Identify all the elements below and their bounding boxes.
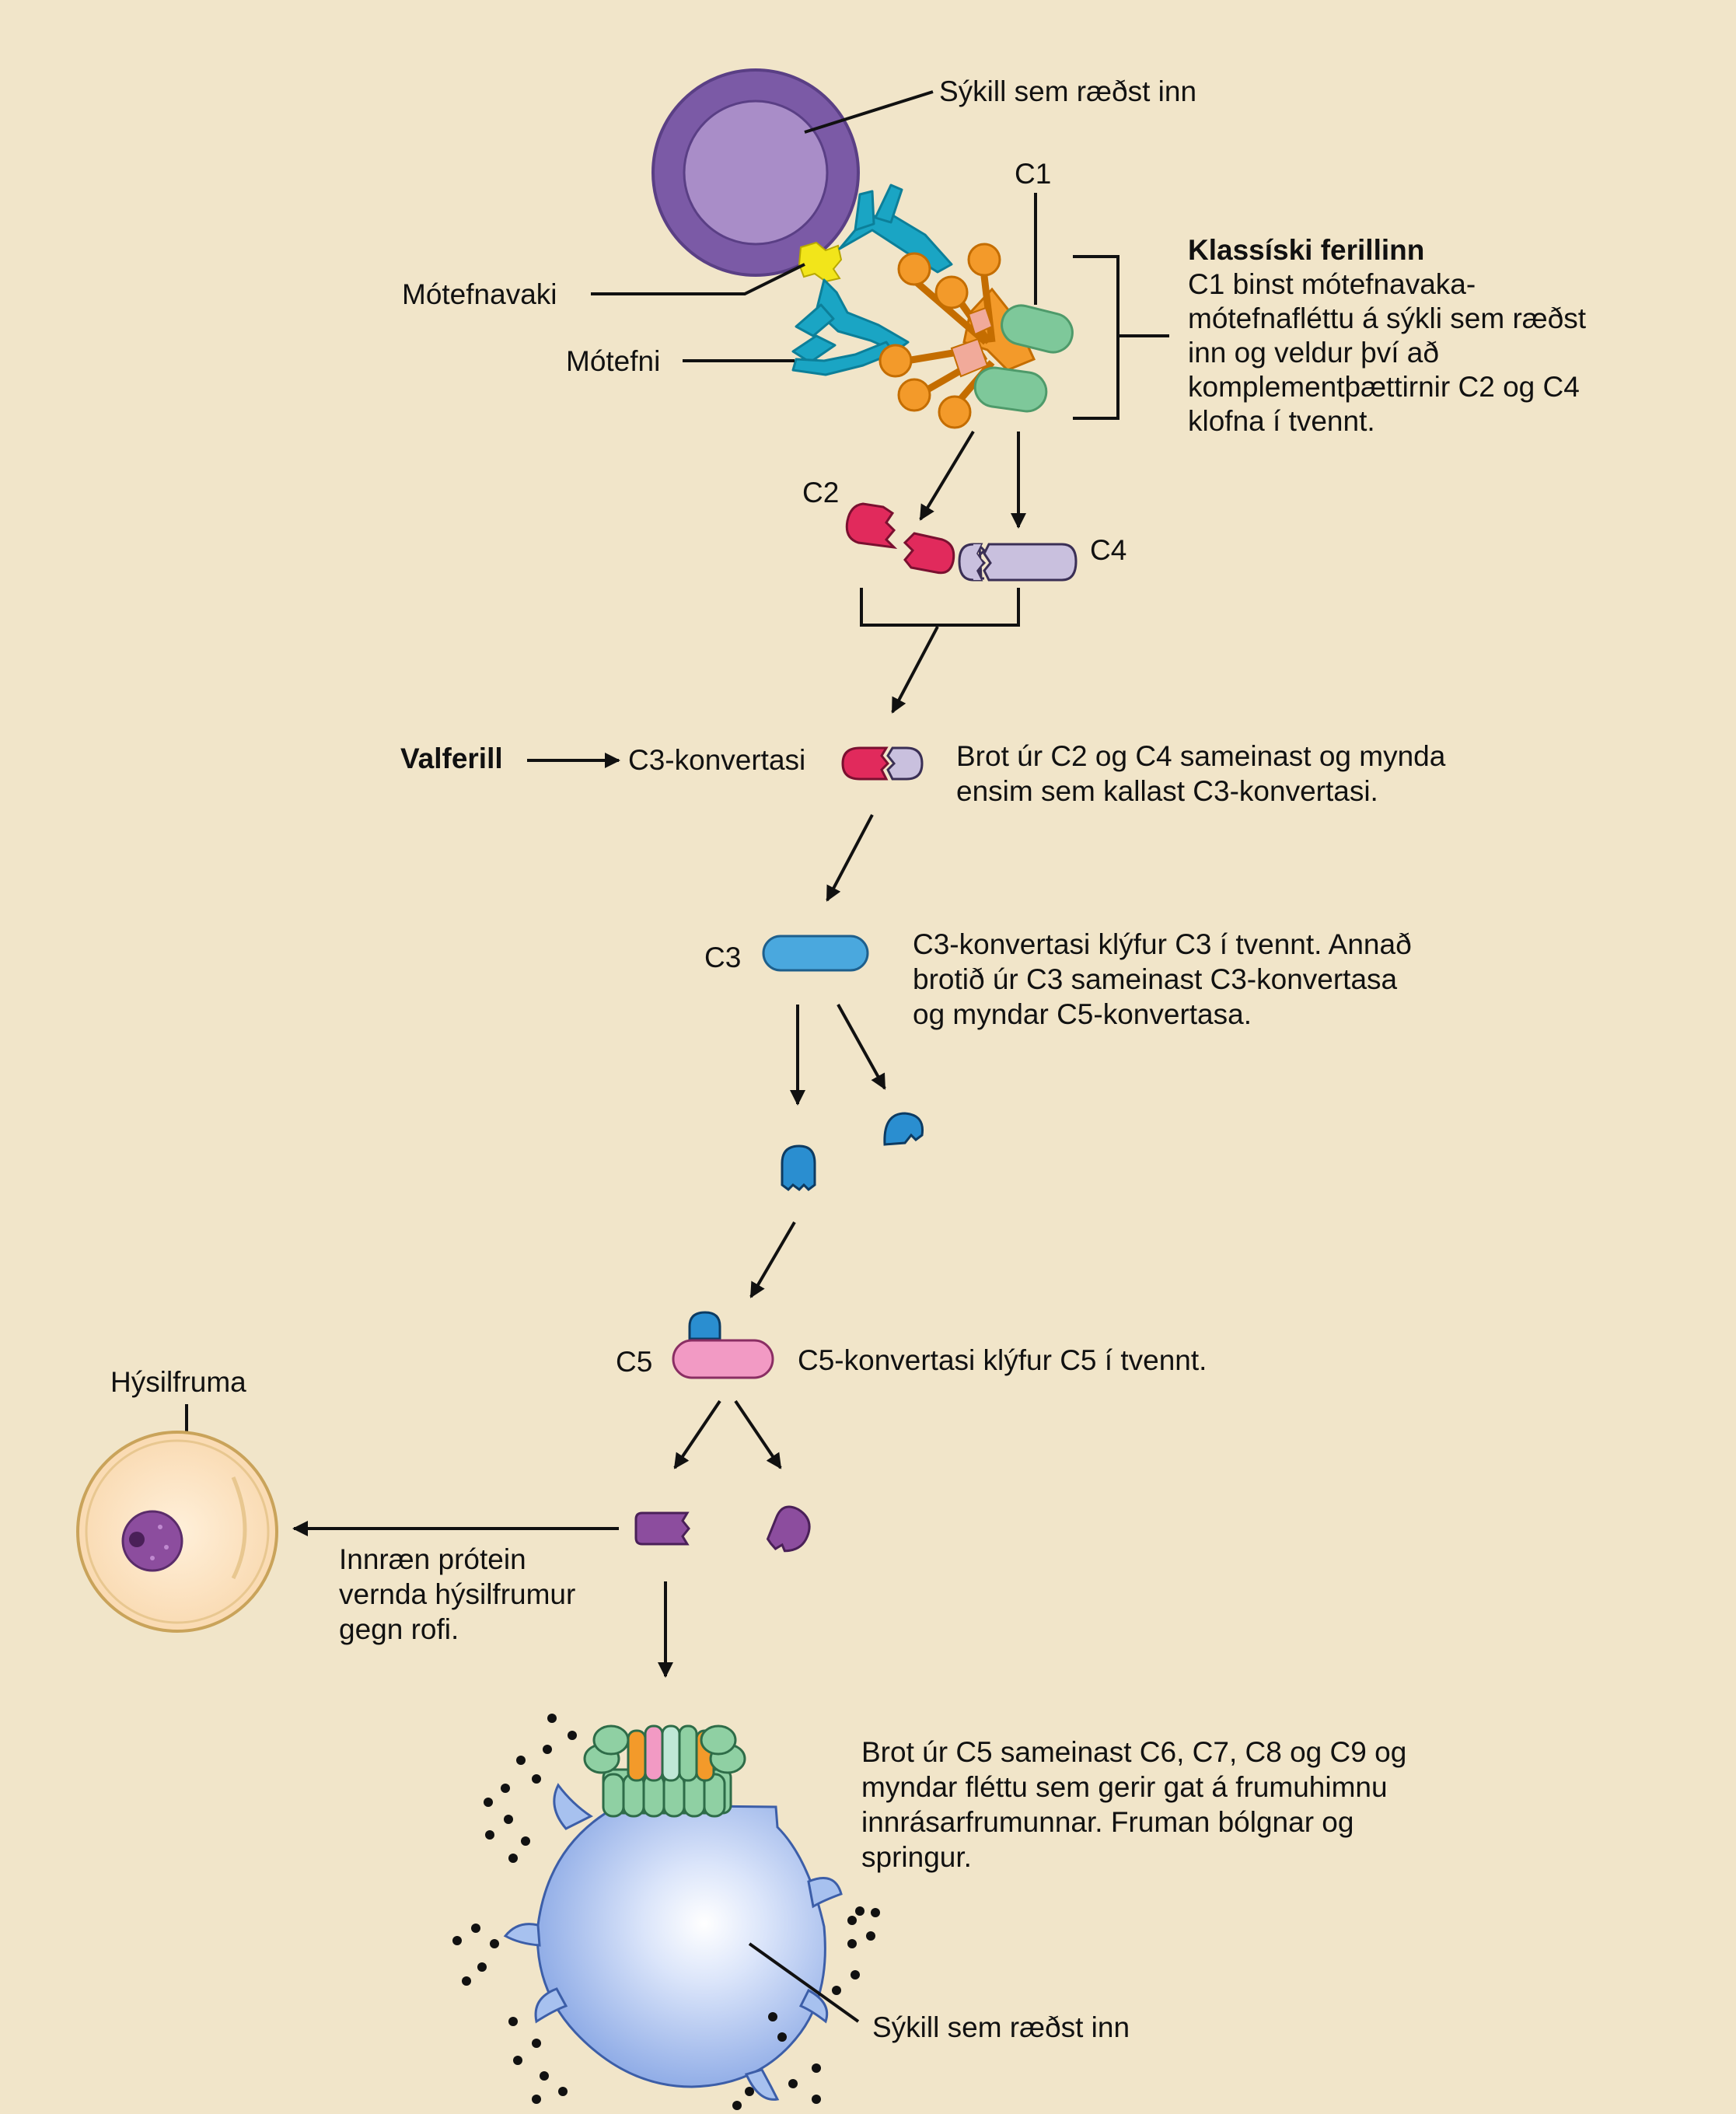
antigen-leader <box>591 263 805 295</box>
c3conv-note-1: Brot úr C2 og C4 sameinast og mynda <box>956 740 1446 772</box>
mac-note-1: Brot úr C5 sameinast C6, C7, C8 og C9 og <box>861 1736 1406 1768</box>
c4-pill-right <box>983 543 1078 582</box>
pathogen-top-label: Sýkill sem ræðst inn <box>939 75 1196 107</box>
arrow-to-c3 <box>826 814 874 902</box>
host-note-2: vernda hýsilfrumur <box>339 1578 575 1610</box>
c3-shape <box>762 935 869 972</box>
valferill-label: Valferill <box>400 743 503 774</box>
c5-label: C5 <box>616 1346 652 1378</box>
pathogen-top-leader <box>804 90 934 134</box>
antigen-shape <box>798 241 843 283</box>
c2-fragments <box>845 502 955 575</box>
mac-note-4: springur. <box>861 1841 972 1873</box>
c3-label: C3 <box>704 942 741 973</box>
c3-note-2: brotið úr C3 sameinast C3-konvertasa <box>913 963 1398 995</box>
antigen-label: Mótefnavaki <box>402 278 557 310</box>
c3-note-1: C3-konvertasi klýfur C3 í tvennt. Annað <box>913 928 1412 960</box>
arrow-to-c3-convertase <box>891 626 939 714</box>
host-note-3: gegn rofi. <box>339 1613 459 1645</box>
arrow-c5-left <box>673 1399 721 1469</box>
lysing-pathogen <box>503 1783 843 2101</box>
classic-title: Klassíski ferillinn <box>1188 234 1424 266</box>
pathogen-bottom-label: Sýkill sem ræðst inn <box>872 2011 1130 2043</box>
c5-fragment-left <box>634 1511 690 1546</box>
arrow-c3-right <box>837 1004 886 1090</box>
classic-line-3: inn og veldur því að <box>1188 337 1439 369</box>
mac-pore-complex <box>583 1724 746 1818</box>
c1-complex <box>878 243 1074 429</box>
antibody-label: Mótefni <box>566 345 660 377</box>
arrow-to-c2 <box>919 430 975 521</box>
c3-fragment-right <box>883 1112 924 1146</box>
pathogen-cell-top <box>651 68 860 277</box>
c3-convertase-shape <box>841 746 924 781</box>
classic-line-1: C1 binst mótefnavaka- <box>1188 268 1476 300</box>
arrow-to-c5 <box>749 1221 796 1298</box>
arrow-c5-right <box>734 1399 782 1469</box>
classic-bracket <box>1073 255 1119 420</box>
released-contents-dots <box>452 1714 880 2110</box>
c1-label: C1 <box>1015 158 1051 190</box>
classic-line-5: klofna í tvennt. <box>1188 405 1375 437</box>
classic-line-4: komplementþættirnir C2 og C4 <box>1188 371 1580 403</box>
c5-note-1: C5-konvertasi klýfur C5 í tvennt. <box>798 1344 1207 1376</box>
host-cell <box>76 1431 278 1633</box>
c5-fragment-right <box>766 1505 811 1553</box>
host-note-1: Innræn prótein <box>339 1543 526 1575</box>
c2-label: C2 <box>802 477 839 508</box>
c3-convertase-label: C3-konvertasi <box>628 744 805 776</box>
join-bracket <box>860 588 1020 627</box>
antibody-shapes <box>791 183 953 376</box>
host-cell-label: Hýsilfruma <box>110 1366 246 1398</box>
mac-note-2: myndar fléttu sem gerir gat á frumuhimnu <box>861 1771 1388 1803</box>
c4-pill-left-extend <box>973 544 983 580</box>
c3conv-note-2: ensim sem kallast C3-konvertasi. <box>956 775 1378 807</box>
classic-line-2: mótefnafléttu á sýkli sem ræðst <box>1188 302 1587 334</box>
c3-note-3: og myndar C5-konvertasa. <box>913 998 1252 1030</box>
mac-note-3: innrásarfrumunnar. Fruman bólgnar og <box>861 1806 1354 1838</box>
pathogen-bottom-leader <box>748 1942 860 2023</box>
c4-label: C4 <box>1090 534 1126 566</box>
c3-fragment-left <box>781 1144 816 1191</box>
c5-shape <box>672 1311 774 1379</box>
